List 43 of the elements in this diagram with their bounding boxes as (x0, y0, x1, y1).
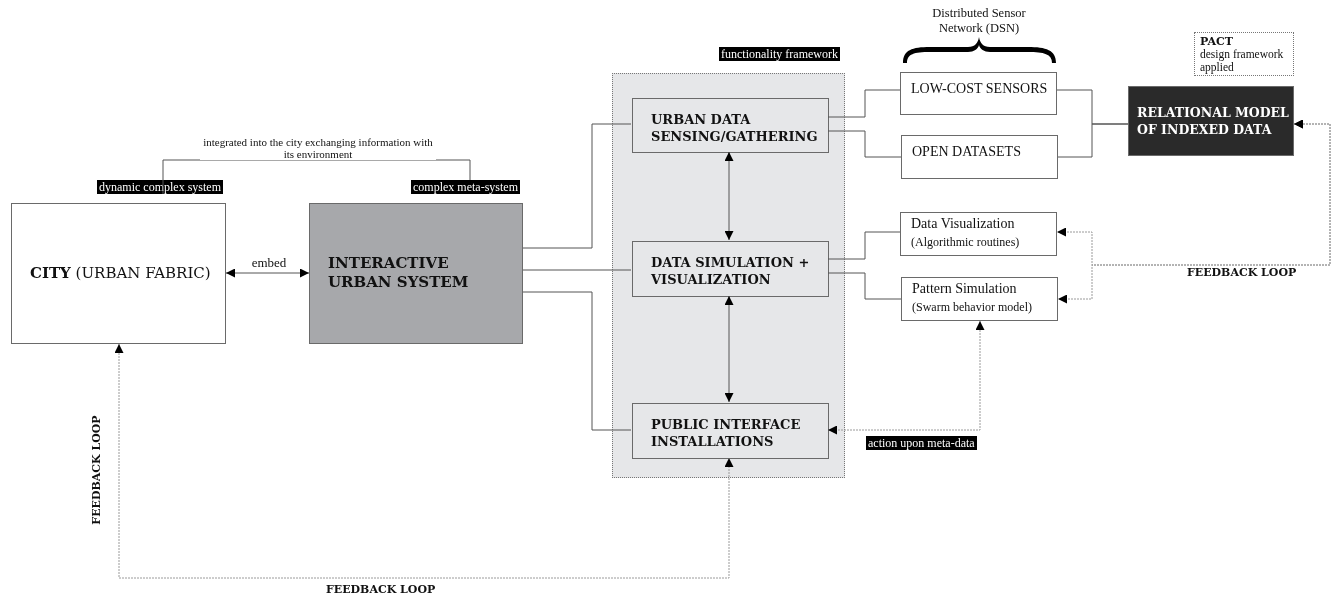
note-title: PACT (1200, 35, 1233, 48)
box-title: URBAN DATA SENSING/GATHERING (651, 111, 819, 145)
box-subtitle: (Swarm behavior model) (912, 300, 1032, 315)
note-box (1194, 32, 1294, 76)
box-title: RELATIONAL MODEL OF INDEXED DATA (1137, 104, 1290, 138)
brace-annotation (900, 6, 1058, 64)
tag-label: dynamic complex system (97, 180, 223, 194)
box-title: OPEN DATASETS (912, 144, 1021, 160)
box-title: Pattern Simulation (912, 281, 1017, 297)
process-box (900, 212, 1057, 256)
connector-arrow (114, 343, 734, 579)
box-subtitle: (Algorithmic routines) (911, 235, 1020, 250)
edge-label: integrated into the city exchanging information with its environment (200, 136, 436, 160)
box-title: PUBLIC INTERFACE INSTALLATIONS (651, 416, 802, 450)
tag-label: functionality framework (719, 47, 840, 61)
connector-arrow (724, 151, 734, 241)
process-box (632, 403, 829, 459)
process-box (632, 241, 829, 297)
box-title: INTERACTIVE URBAN SYSTEM (328, 254, 470, 292)
box-title: Data Visualization (911, 216, 1015, 232)
tag-label: complex meta-system (411, 180, 520, 194)
note-text: design framework applied (1200, 48, 1285, 74)
connector-arrow (1057, 119, 1331, 304)
process-box (900, 72, 1057, 115)
connector-arrow (724, 295, 734, 403)
caption-text: Distributed Sensor Network (DSN) (931, 6, 1027, 36)
box-title: DATA SIMULATION + VISUALIZATION (651, 254, 811, 288)
process-box (11, 203, 226, 344)
process-box (632, 98, 829, 153)
framework-panel (612, 73, 845, 478)
box-title: LOW-COST SENSORS (911, 81, 1048, 97)
tag-label: action upon meta-data (866, 436, 977, 450)
connector-arrow (827, 320, 985, 435)
process-box (1128, 86, 1294, 156)
process-box (309, 203, 523, 344)
loop-label: FEEDBACK LOOP (326, 583, 436, 596)
loop-label: FEEDBACK LOOP (89, 415, 103, 525)
process-box (901, 277, 1058, 321)
box-title: CITY (URBAN FABRIC) (30, 264, 211, 282)
loop-label: FEEDBACK LOOP (1187, 266, 1297, 279)
process-box (901, 135, 1058, 179)
edge-label: embed (250, 257, 288, 269)
connector-arrow (225, 268, 310, 278)
